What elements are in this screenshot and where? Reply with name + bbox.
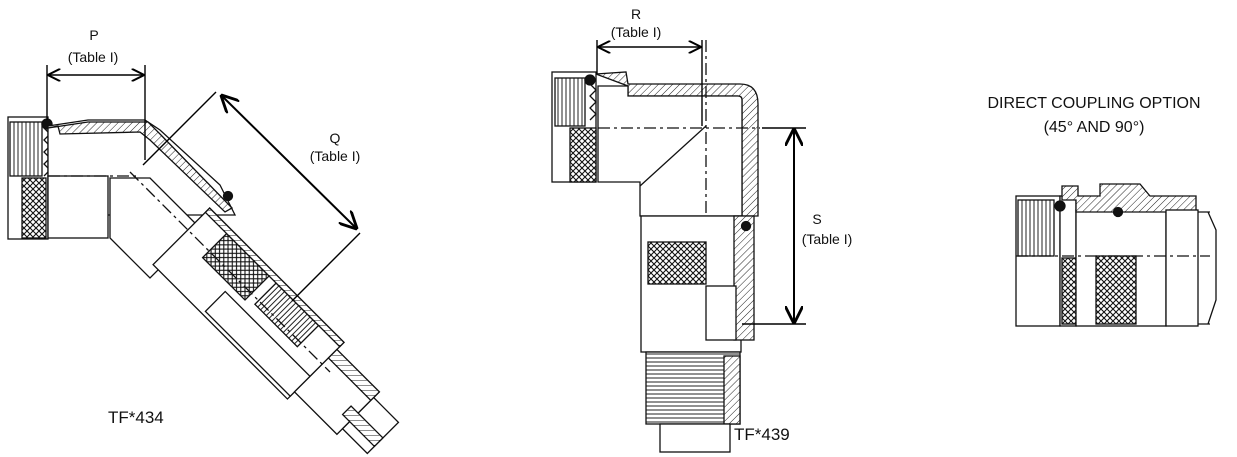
dim-s	[742, 127, 806, 325]
dim-s-ref: (Table I)	[801, 231, 853, 247]
dim-r	[596, 40, 703, 126]
tf434-connector	[7, 116, 400, 455]
tf439-knurl	[569, 127, 597, 183]
dim-q-ref: (Table I)	[309, 148, 361, 164]
tf434-knurl	[21, 177, 47, 239]
dim-q	[142, 91, 361, 302]
tf439-o-ring	[584, 74, 596, 86]
dim-p	[46, 65, 146, 160]
dim-r-letter: R	[630, 6, 642, 22]
part-label-tf439: TF*439	[734, 425, 790, 444]
dim-s-letter: S	[812, 211, 822, 227]
direct-coupling-connector	[1015, 183, 1217, 327]
direct-coupling-subtitle: (45° AND 90°)	[1043, 119, 1145, 136]
tf439-connector	[551, 40, 760, 453]
dim-p-letter: P	[89, 27, 99, 43]
dim-r-ref: (Table I)	[610, 24, 662, 40]
part-label-tf434: TF*434	[108, 408, 164, 427]
direct-coupling-title: DIRECT COUPLING OPTION	[987, 95, 1201, 112]
dim-q-letter: Q	[329, 130, 341, 146]
dim-p-ref: (Table I)	[67, 49, 119, 65]
